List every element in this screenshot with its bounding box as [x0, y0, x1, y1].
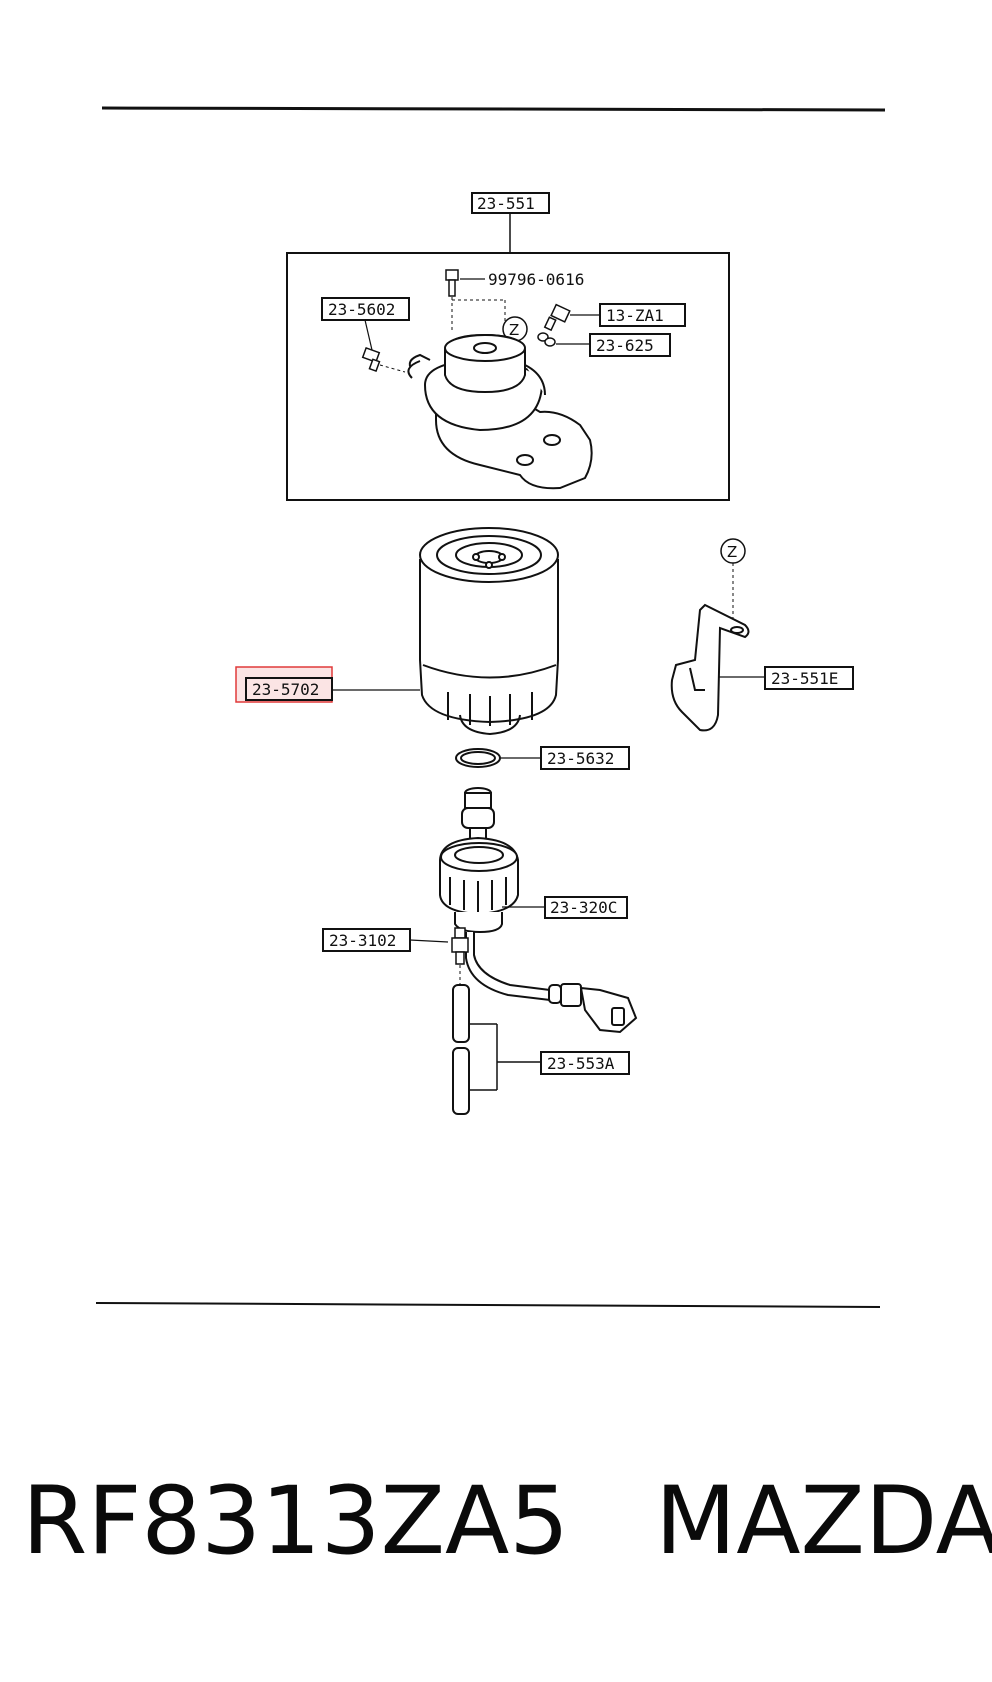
- svg-text:Z: Z: [727, 543, 737, 561]
- hose-drawing: [452, 984, 470, 1115]
- label-part-13za1[interactable]: 13-ZA1: [599, 303, 686, 327]
- oring-drawing: [455, 748, 501, 768]
- label-sensor[interactable]: 23-320C: [544, 896, 628, 919]
- bolt-icon: [445, 269, 459, 297]
- drain-fitting-icon: [451, 927, 469, 965]
- small-bolt-icon: [361, 346, 381, 373]
- filter-cartridge-drawing: [419, 527, 559, 736]
- brand-name: MAZDA: [655, 1467, 992, 1576]
- svg-text:23-5632: 23-5632: [547, 749, 614, 768]
- svg-text:Z: Z: [509, 321, 519, 339]
- label-part-625[interactable]: 23-625: [589, 333, 671, 357]
- ref-z-bracket-icon: Z: [720, 538, 746, 564]
- label-part-5602[interactable]: 23-5602: [321, 297, 410, 321]
- svg-text:23-5602: 23-5602: [328, 300, 395, 319]
- svg-text:23-3102: 23-3102: [329, 931, 396, 950]
- bracket-drawing: [670, 603, 750, 732]
- svg-text:13-ZA1: 13-ZA1: [606, 306, 664, 325]
- bottom-rule: [95, 1302, 881, 1308]
- label-part-3102[interactable]: 23-3102: [322, 928, 411, 952]
- label-filter-highlighted[interactable]: 23-5702: [235, 666, 333, 703]
- wire-connector-drawing: [465, 932, 638, 1034]
- label-assembly[interactable]: 23-551: [471, 192, 550, 214]
- assembly-box: [286, 252, 730, 501]
- svg-text:23-320C: 23-320C: [550, 898, 617, 917]
- svg-text:23-551: 23-551: [477, 194, 535, 213]
- svg-text:23-625: 23-625: [596, 336, 654, 355]
- label-hose[interactable]: 23-553A: [540, 1051, 630, 1075]
- screw-icon: [543, 303, 571, 332]
- label-oring[interactable]: 23-5632: [540, 746, 630, 770]
- label-bracket[interactable]: 23-551E: [764, 666, 854, 690]
- svg-text:23-5702: 23-5702: [252, 680, 319, 699]
- sensor-drawing: [439, 787, 519, 934]
- caption: RF8313ZA5 MAZDA: [22, 1462, 992, 1582]
- svg-text:23-553A: 23-553A: [547, 1054, 615, 1073]
- filter-head-drawing: [407, 333, 593, 490]
- top-rule: [101, 106, 886, 112]
- label-bolt[interactable]: 99796-0616: [488, 270, 584, 289]
- part-number: RF8313ZA5: [22, 1467, 570, 1576]
- svg-text:23-551E: 23-551E: [771, 669, 838, 688]
- washer-icon: [537, 332, 556, 347]
